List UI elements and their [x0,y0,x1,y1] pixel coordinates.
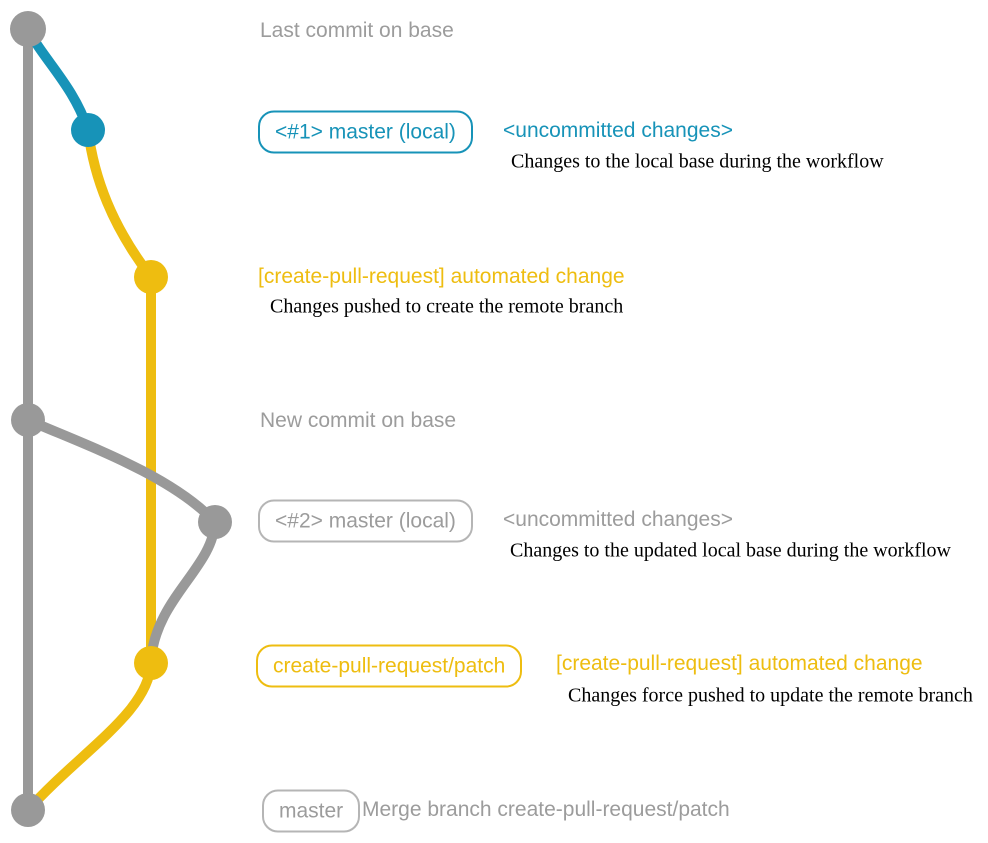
automated-change-1-description: Changes pushed to create the remote bran… [270,295,624,318]
automated-change-2-description: Changes force pushed to update the remot… [568,684,973,707]
master-local-1-badge-label: <#1> master (local) [258,110,473,154]
patch-branch-badge-label: create-pull-request/patch [256,644,523,688]
rebase-onto-patch-curve [146,517,220,665]
last-commit-heading: Last commit on base [260,18,454,42]
automated-change-2-label: [create-pull-request] automated change [556,651,923,675]
commit-dot-last-base [10,11,46,47]
commit-dot-master-local-2 [198,505,232,539]
merge-commit-label: Merge branch create-pull-request/patch [362,797,730,821]
new-commit-heading: New commit on base [260,408,457,432]
patch-branch-curve [83,125,156,282]
uncommitted-changes-1-label: <uncommitted changes> [503,118,733,142]
uncommitted-changes-1-description: Changes to the local base during the wor… [511,150,884,173]
commit-dot-new-base [11,403,45,437]
commit-dot-master-local-1 [71,113,105,147]
master-badge-label: master [262,789,361,833]
master-local-2-badge: <#2> master (local) [258,499,473,543]
master-badge: master [262,789,361,833]
uncommitted-changes-2-label: <uncommitted changes> [503,507,733,531]
commit-dot-automated-change-2 [134,646,168,680]
automated-change-1-label: [create-pull-request] automated change [258,264,625,288]
master-local-1-badge: <#1> master (local) [258,110,473,154]
commit-dot-merge [11,793,45,827]
master-local-2-badge-label: <#2> master (local) [258,499,473,543]
patch-branch-badge: create-pull-request/patch [256,644,523,688]
merge-into-base-curve [23,658,156,815]
uncommitted-changes-2-description: Changes to the updated local base during… [510,539,951,562]
commit-dot-automated-change-1 [134,260,168,294]
uncommitted-changes-2-curve [23,415,220,527]
